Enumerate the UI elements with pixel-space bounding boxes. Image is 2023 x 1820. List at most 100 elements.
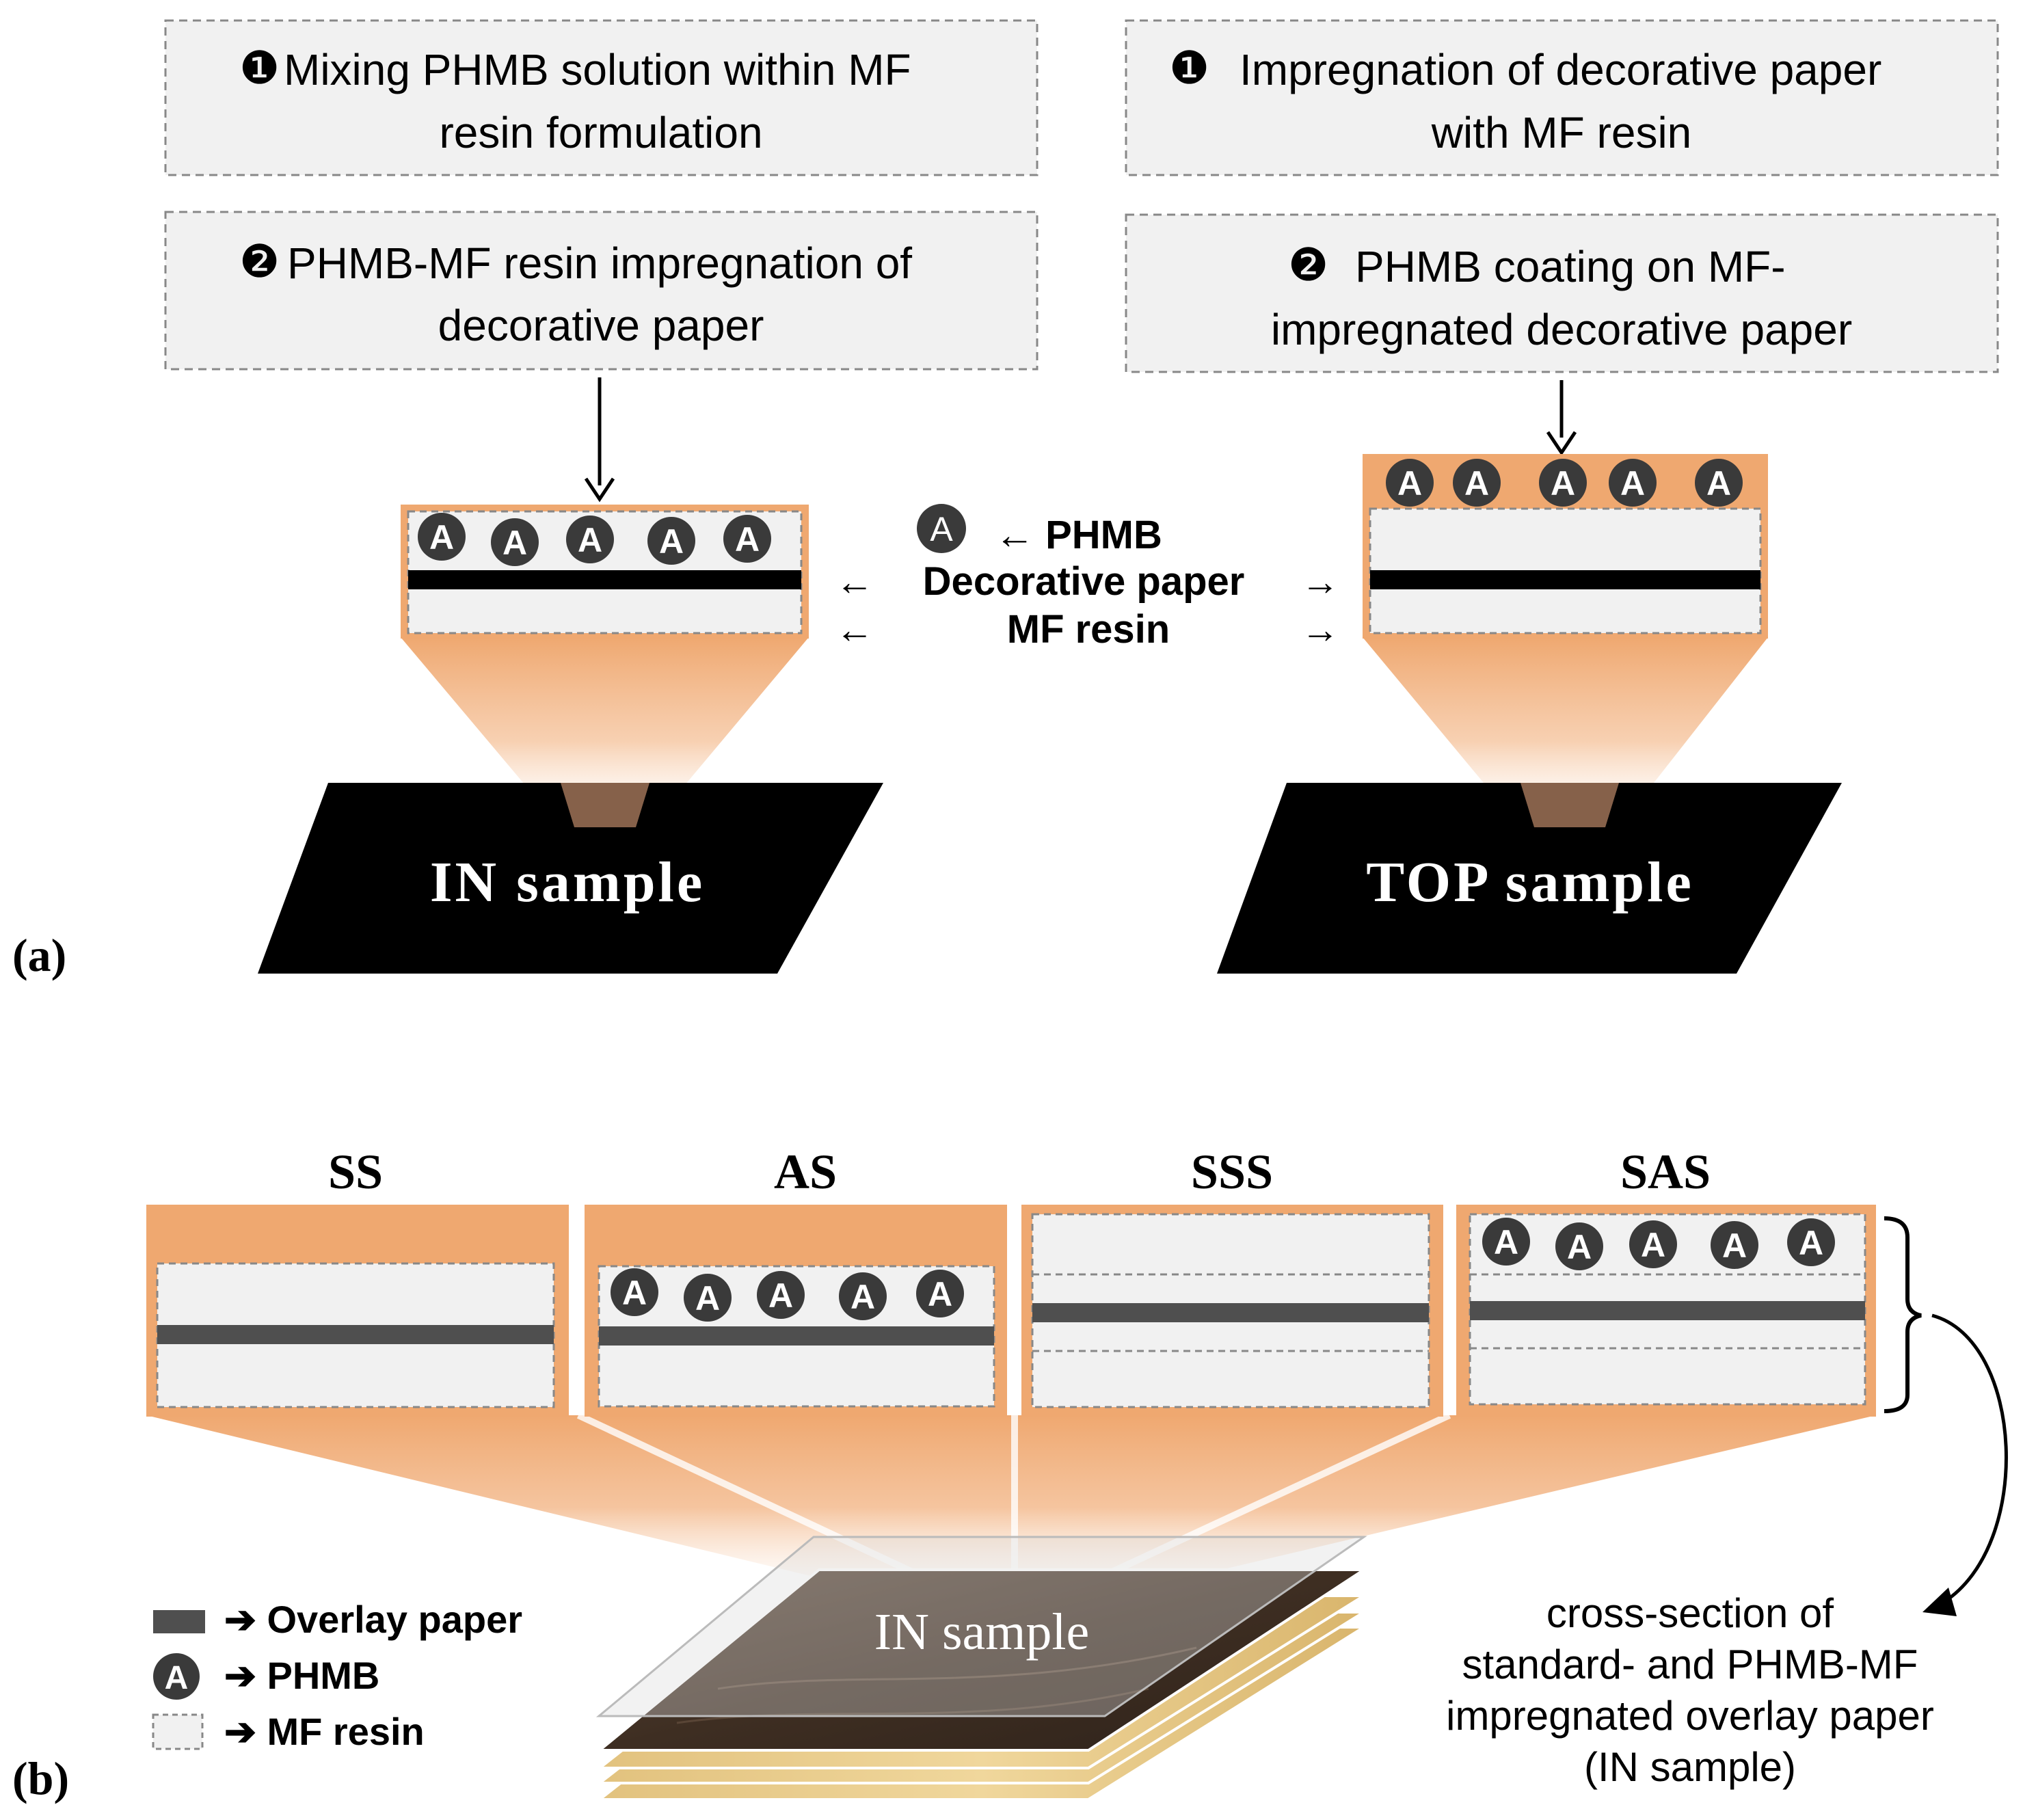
ss-overlay-paper xyxy=(157,1325,554,1344)
svg-text:A: A xyxy=(928,1275,952,1313)
svg-text:A: A xyxy=(695,1279,720,1317)
note-line4: (IN sample) xyxy=(1584,1744,1796,1790)
legend-phmb-symbol: A xyxy=(917,504,966,553)
svg-text:A: A xyxy=(165,1660,189,1696)
in-sample-layer-diagram: IN sample A A A A A xyxy=(258,505,883,974)
right-step2-number: ❷ xyxy=(1288,239,1328,290)
cross-section-note: cross-section of standard- and PHMB-MF i… xyxy=(1446,1590,1934,1790)
panel-b-legend: ➔ Overlay paper A ➔ PHMB ➔ MF resin xyxy=(152,1598,522,1753)
curved-arrow xyxy=(1931,1313,2008,1605)
svg-text:A: A xyxy=(735,520,760,559)
top-sample-decorative-paper xyxy=(1370,570,1760,589)
phmb-particle: A xyxy=(1555,1222,1603,1270)
legend-decorative-right-arrow: → xyxy=(1301,560,1339,603)
sss-overlay-paper xyxy=(1032,1303,1429,1322)
legend-resin-right-arrow: → xyxy=(1301,608,1339,651)
phmb-particle: A xyxy=(1695,459,1743,507)
right-step1-box: ❶ Impregnation of decorative paper with … xyxy=(1125,19,1999,176)
phmb-particle: A xyxy=(1482,1218,1530,1266)
phmb-particle: A xyxy=(1629,1220,1677,1268)
phmb-particle: A xyxy=(418,513,466,561)
left-step1-number: ❶ xyxy=(239,42,280,93)
phmb-particle: A xyxy=(684,1274,732,1322)
panel-b-label: (b) xyxy=(12,1752,69,1804)
top-sample-label: TOP sample xyxy=(1366,851,1694,914)
legend-decorative-paper-label: Decorative paper xyxy=(923,559,1245,604)
top-sample-phmb-particles: A A A A A xyxy=(1386,459,1743,507)
phmb-particle: A xyxy=(757,1271,805,1319)
panel-a: ❶ Mixing PHMB solution within MF resin f… xyxy=(12,19,1999,981)
panel-b: SS AS SSS SAS A A A A A xyxy=(12,1145,2008,1804)
header-sss: SSS xyxy=(1191,1145,1273,1199)
svg-text:A: A xyxy=(1641,1226,1665,1264)
sss-cross-section xyxy=(1021,1205,1443,1417)
svg-text:A: A xyxy=(659,522,684,561)
decorative-wood-layer xyxy=(595,1568,1369,1752)
curved-arrow-head xyxy=(1922,1588,1957,1616)
phmb-particle: A xyxy=(611,1268,658,1316)
svg-text:A: A xyxy=(1567,1228,1592,1266)
svg-text:A: A xyxy=(1464,464,1489,503)
phmb-particle: A xyxy=(1711,1221,1758,1269)
legend-phmb-label: ← PHMB xyxy=(995,513,1162,557)
svg-text:A: A xyxy=(1722,1227,1747,1265)
in-sample-decorative-paper xyxy=(408,570,801,589)
legend-overlay-swatch xyxy=(153,1610,205,1633)
in-sample-plate xyxy=(258,783,883,974)
right-step2-line2: impregnated decorative paper xyxy=(1271,305,1852,354)
phmb-particle: A xyxy=(916,1270,964,1317)
left-arrow-head xyxy=(584,477,615,503)
legend-phmb-label-b: ➔ PHMB xyxy=(224,1654,379,1697)
note-line3: impregnated overlay paper xyxy=(1446,1693,1934,1739)
left-step1-line2: resin formulation xyxy=(439,108,762,157)
phmb-particle: A xyxy=(1609,459,1657,507)
note-line2: standard- and PHMB-MF xyxy=(1462,1642,1918,1687)
svg-text:A: A xyxy=(1620,464,1645,503)
top-sample-layer-diagram: TOP sample A A A A A xyxy=(1217,454,1842,974)
top-sample-plate xyxy=(1217,783,1842,974)
header-as: AS xyxy=(774,1145,837,1199)
header-ss: SS xyxy=(328,1145,383,1199)
phmb-particle: A xyxy=(566,516,614,563)
in-sample-label-b: IN sample xyxy=(874,1603,1089,1661)
panel-a-label: (a) xyxy=(12,929,66,981)
left-step2-line2: decorative paper xyxy=(438,301,764,350)
overlay-layer xyxy=(595,1536,1367,1717)
phmb-particle: A xyxy=(1787,1218,1835,1266)
svg-text:A: A xyxy=(1494,1223,1518,1261)
phmb-particle: A xyxy=(1386,459,1434,507)
left-step2-line1: PHMB-MF resin impregnation of xyxy=(287,239,912,288)
right-step1-line1: Impregnation of decorative paper xyxy=(1240,45,1881,94)
legend-resin-left-arrow: ← xyxy=(835,608,874,651)
note-line1: cross-section of xyxy=(1546,1590,1834,1636)
sas-overlay-paper xyxy=(1470,1301,1865,1320)
svg-text:A: A xyxy=(1551,464,1575,503)
left-step1-box: ❶ Mixing PHMB solution within MF resin f… xyxy=(164,19,1039,176)
as-cross-section: A A A A A xyxy=(585,1205,1007,1417)
as-phmb-particles: A A A A A xyxy=(611,1268,964,1322)
svg-text:A: A xyxy=(622,1274,647,1312)
header-sas: SAS xyxy=(1620,1145,1711,1199)
panel-a-legend: A ← PHMB ← Decorative paper → ← MF resin… xyxy=(835,504,1339,652)
left-step1-line1: Mixing PHMB solution within MF xyxy=(284,45,911,94)
left-step2-box: ❷ PHMB-MF resin impregnation of decorati… xyxy=(164,211,1039,371)
phmb-particle: A xyxy=(839,1272,887,1320)
legend-resin-label: ➔ MF resin xyxy=(224,1710,425,1753)
right-step2-line1: PHMB coating on MF- xyxy=(1355,242,1786,291)
legend-decorative-left-arrow: ← xyxy=(835,560,874,603)
svg-text:A: A xyxy=(850,1278,875,1316)
right-brace xyxy=(1884,1216,1922,1413)
right-arrow-head xyxy=(1546,431,1577,456)
svg-text:A: A xyxy=(429,518,454,557)
phmb-particle: A xyxy=(1539,459,1587,507)
right-step2-box: ❷ PHMB coating on MF- impregnated decora… xyxy=(1125,213,1999,373)
svg-text:A: A xyxy=(1799,1224,1823,1262)
svg-text:A: A xyxy=(1706,464,1731,503)
in-sample-label: IN sample xyxy=(430,851,705,914)
legend-mf-resin-label: MF resin xyxy=(1007,607,1170,652)
svg-text:A: A xyxy=(503,524,527,562)
phmb-particle: A xyxy=(723,515,771,563)
right-projection-cone xyxy=(1363,637,1768,827)
in-sample-phmb-particles: A A A A A xyxy=(418,513,771,566)
